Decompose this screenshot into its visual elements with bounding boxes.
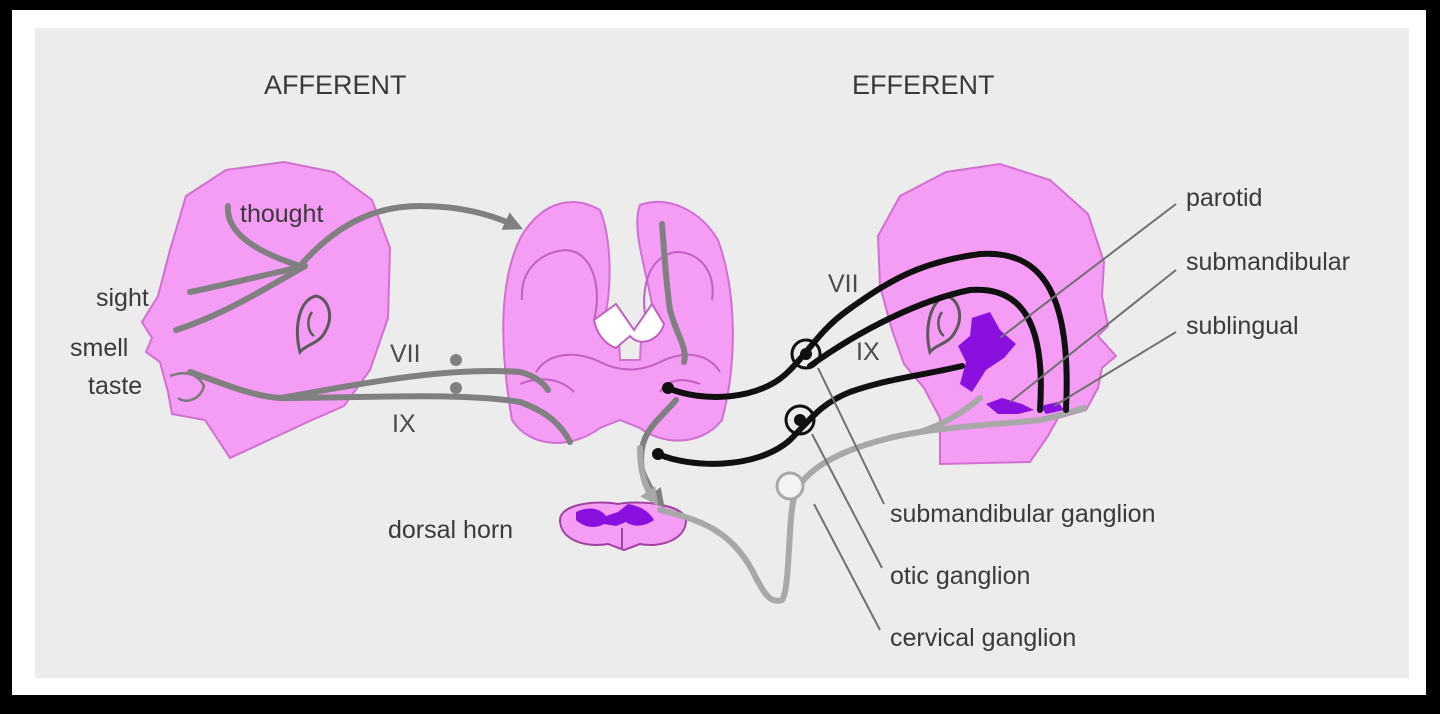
thought-label: thought [240, 200, 323, 228]
submandibular-ganglion-marker [790, 338, 822, 370]
efferent-head [876, 162, 1118, 466]
descending-brain-pathway [659, 221, 688, 365]
tongue-outline [169, 372, 206, 402]
vii-efferent-branch [807, 286, 1044, 413]
right-ear-outline [926, 294, 962, 356]
sublingual-label: sublingual [1186, 312, 1299, 340]
parotid-label: parotid [1186, 184, 1262, 212]
ix-efferent [655, 363, 965, 467]
dorsal-horn-label: dorsal horn [388, 516, 513, 544]
afferent-pathways [173, 202, 688, 509]
efferent-heading: EFFERENT [852, 70, 995, 100]
taste-ix-pathway [277, 393, 573, 445]
cortical-arrow [297, 202, 523, 269]
efferent-pathways [655, 250, 1070, 467]
left-ear-outline [295, 294, 332, 356]
smell-label: smell [70, 334, 128, 362]
afferent-heading: AFFERENT [264, 70, 407, 100]
sight-label: sight [96, 284, 149, 312]
parotid-gland [958, 312, 1016, 392]
sublingual-gland [1040, 402, 1064, 414]
smell-pathway [173, 263, 308, 333]
spinal-cord-section [558, 501, 688, 552]
left-vii-label: VII [390, 340, 421, 368]
cervical-ganglion-label: cervical ganglion [890, 624, 1076, 652]
leader-lines [811, 203, 1177, 631]
taste-vii-pathway [187, 367, 551, 402]
thought-pathway [224, 203, 303, 269]
right-ix-label: IX [856, 338, 880, 366]
submandibular-ganglion-label: submandibular ganglion [890, 500, 1155, 528]
submandibular-label: submandibular [1186, 248, 1350, 276]
dorsal-horn-grey-matter [576, 504, 654, 527]
brain [502, 200, 734, 444]
submandibular-gland [986, 398, 1034, 414]
otic-ganglion-marker [784, 404, 816, 436]
left-ix-label: IX [392, 410, 416, 438]
ix-ganglion-dot [450, 382, 462, 394]
vii-ganglion-dot [450, 354, 462, 366]
taste-label: taste [88, 372, 142, 400]
right-vii-label: VII [828, 270, 859, 298]
vii-efferent [665, 250, 1070, 413]
otic-ganglion-label: otic ganglion [890, 562, 1030, 590]
sight-pathway [187, 263, 308, 295]
cervical-ganglion-marker [775, 471, 805, 501]
ventricle [592, 302, 666, 350]
